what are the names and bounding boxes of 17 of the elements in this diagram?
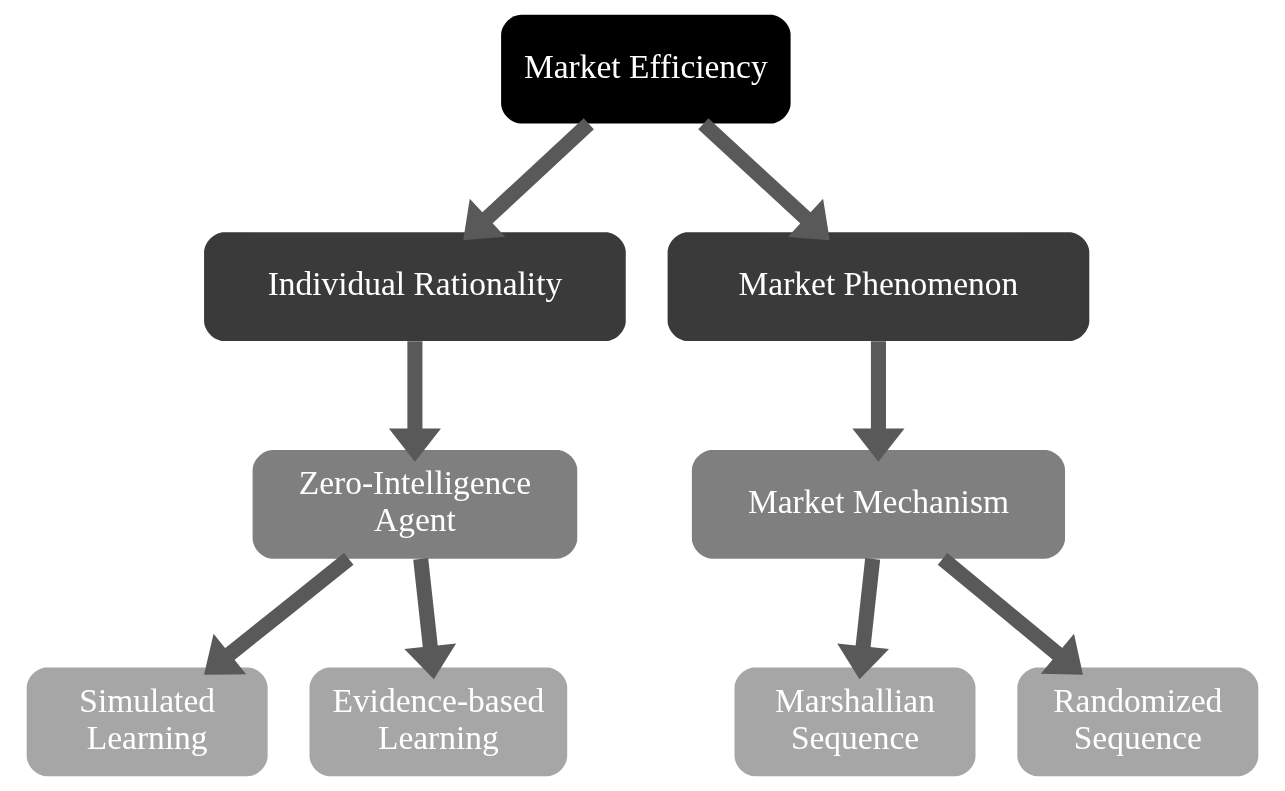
arrow xyxy=(837,558,889,680)
arrow xyxy=(204,553,354,675)
node-box: Evidence-based Learning xyxy=(309,667,568,777)
node-box: Individual Rationality xyxy=(204,232,626,342)
node-box: Market Phenomenon xyxy=(667,232,1090,342)
arrow xyxy=(388,341,441,462)
node-box: Randomized Sequence xyxy=(1017,667,1259,777)
arrow xyxy=(404,558,457,680)
node-box: Market Mechanism xyxy=(691,449,1066,559)
node-box: Zero-Intelligence Agent xyxy=(252,449,578,559)
node-box: Simulated Learning xyxy=(26,667,268,777)
arrow xyxy=(698,118,830,241)
arrow xyxy=(937,553,1083,675)
arrow xyxy=(463,118,594,241)
node-box: Marshallian Sequence xyxy=(734,667,976,777)
node-box: Market Efficiency xyxy=(501,14,791,124)
arrow xyxy=(852,341,905,462)
